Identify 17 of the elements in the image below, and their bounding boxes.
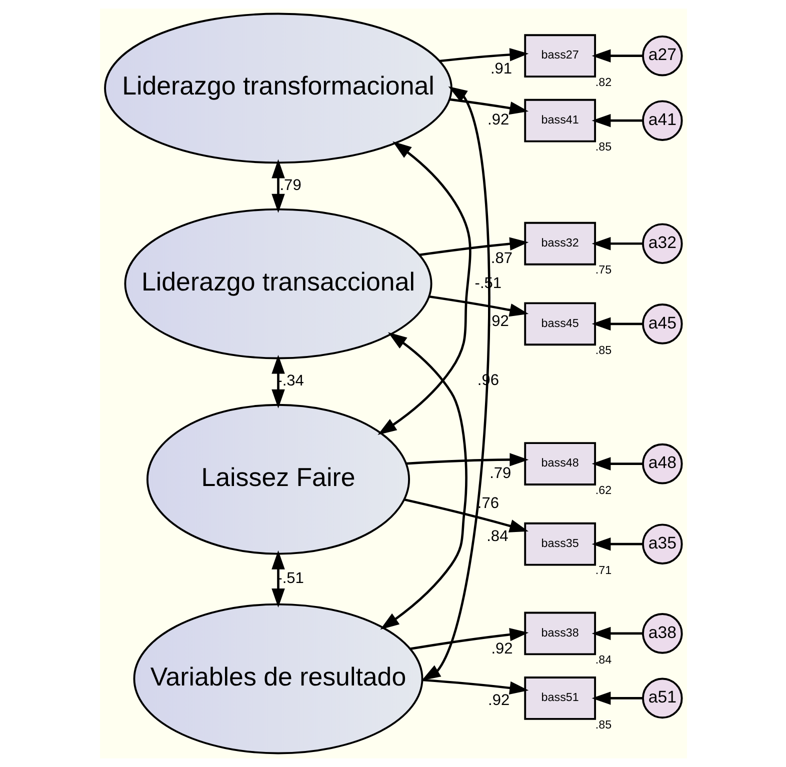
node-label: .85 [594, 140, 612, 154]
node-label: .75 [594, 264, 612, 277]
edge-label: .92 [487, 112, 509, 129]
edge-label: .92 [490, 640, 512, 658]
node-label: .71 [594, 564, 612, 578]
edge-label: .84 [486, 528, 508, 546]
edge-label: .79 [489, 464, 511, 482]
edge-label: .91 [490, 60, 512, 78]
edge-label: .92 [488, 692, 510, 709]
node-label: .62 [594, 484, 612, 497]
edge-label: .87 [490, 250, 512, 267]
node-label: .85 [594, 718, 612, 732]
node-label: .82 [594, 76, 612, 89]
edge-label: .92 [486, 313, 508, 330]
node-label: .84 [594, 654, 612, 666]
edge-label: .79 [279, 177, 301, 194]
node-label: .85 [594, 344, 612, 357]
